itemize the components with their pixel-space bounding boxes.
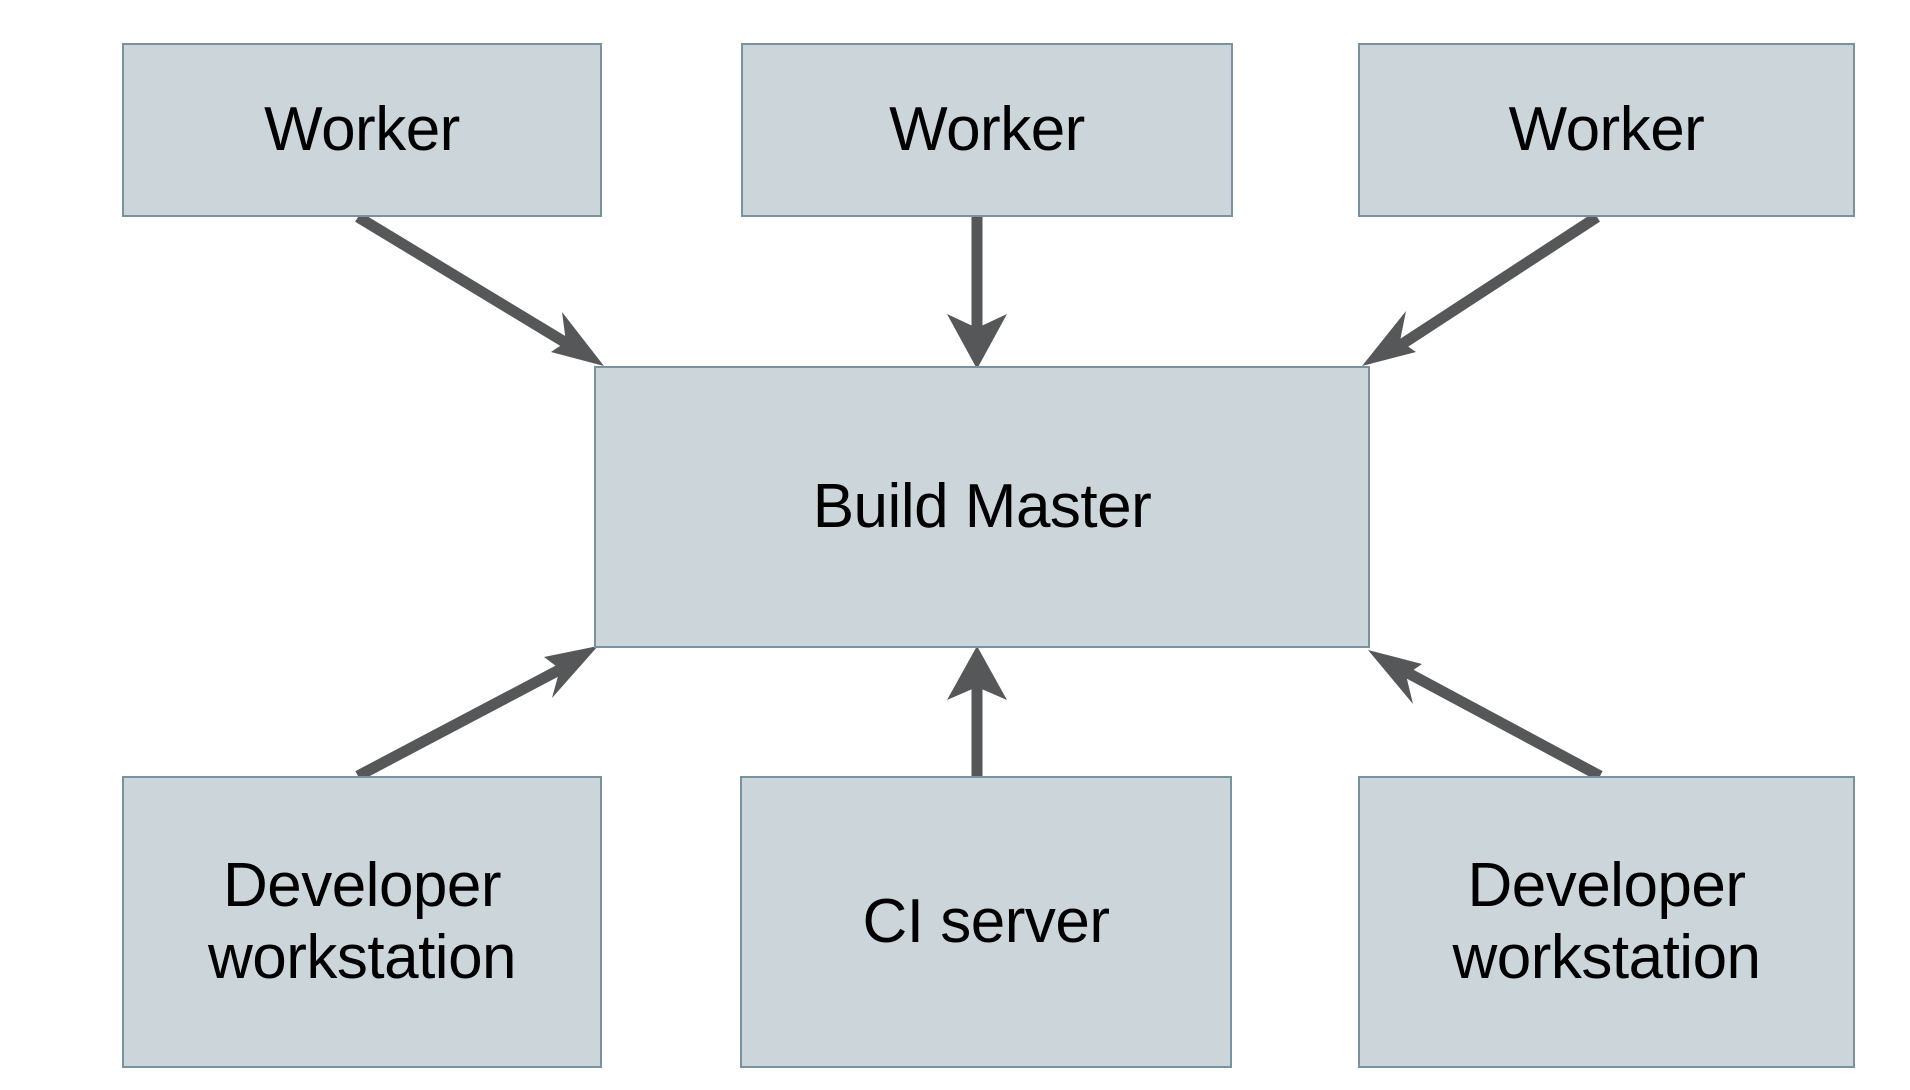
node-dev-workstation-right-label: Developer workstation — [1452, 851, 1761, 992]
node-dev-workstation-left-label: Developer workstation — [207, 851, 517, 992]
edge-devright-to-master — [1368, 650, 1603, 781]
node-worker-3[interactable]: Worker — [1358, 43, 1855, 217]
node-ci-server[interactable]: CI server — [740, 776, 1232, 1068]
edge-devleft-to-master — [355, 646, 598, 781]
edge-worker2-to-master — [947, 217, 1007, 369]
node-dev-workstation-right[interactable]: Developer workstation — [1358, 776, 1855, 1068]
node-worker-2[interactable]: Worker — [741, 43, 1233, 217]
node-worker-2-label: Worker — [889, 95, 1085, 165]
node-ci-server-label: CI server — [862, 887, 1110, 957]
edge-worker3-to-master — [1362, 212, 1601, 366]
edge-ci-to-master — [947, 646, 1007, 776]
node-worker-1[interactable]: Worker — [122, 43, 602, 217]
node-build-master[interactable]: Build Master — [594, 366, 1370, 648]
node-build-master-label: Build Master — [812, 472, 1152, 542]
node-worker-3-label: Worker — [1508, 95, 1705, 165]
node-worker-1-label: Worker — [264, 95, 460, 165]
node-dev-workstation-left[interactable]: Developer workstation — [122, 776, 602, 1068]
edge-worker1-to-master — [355, 212, 604, 366]
